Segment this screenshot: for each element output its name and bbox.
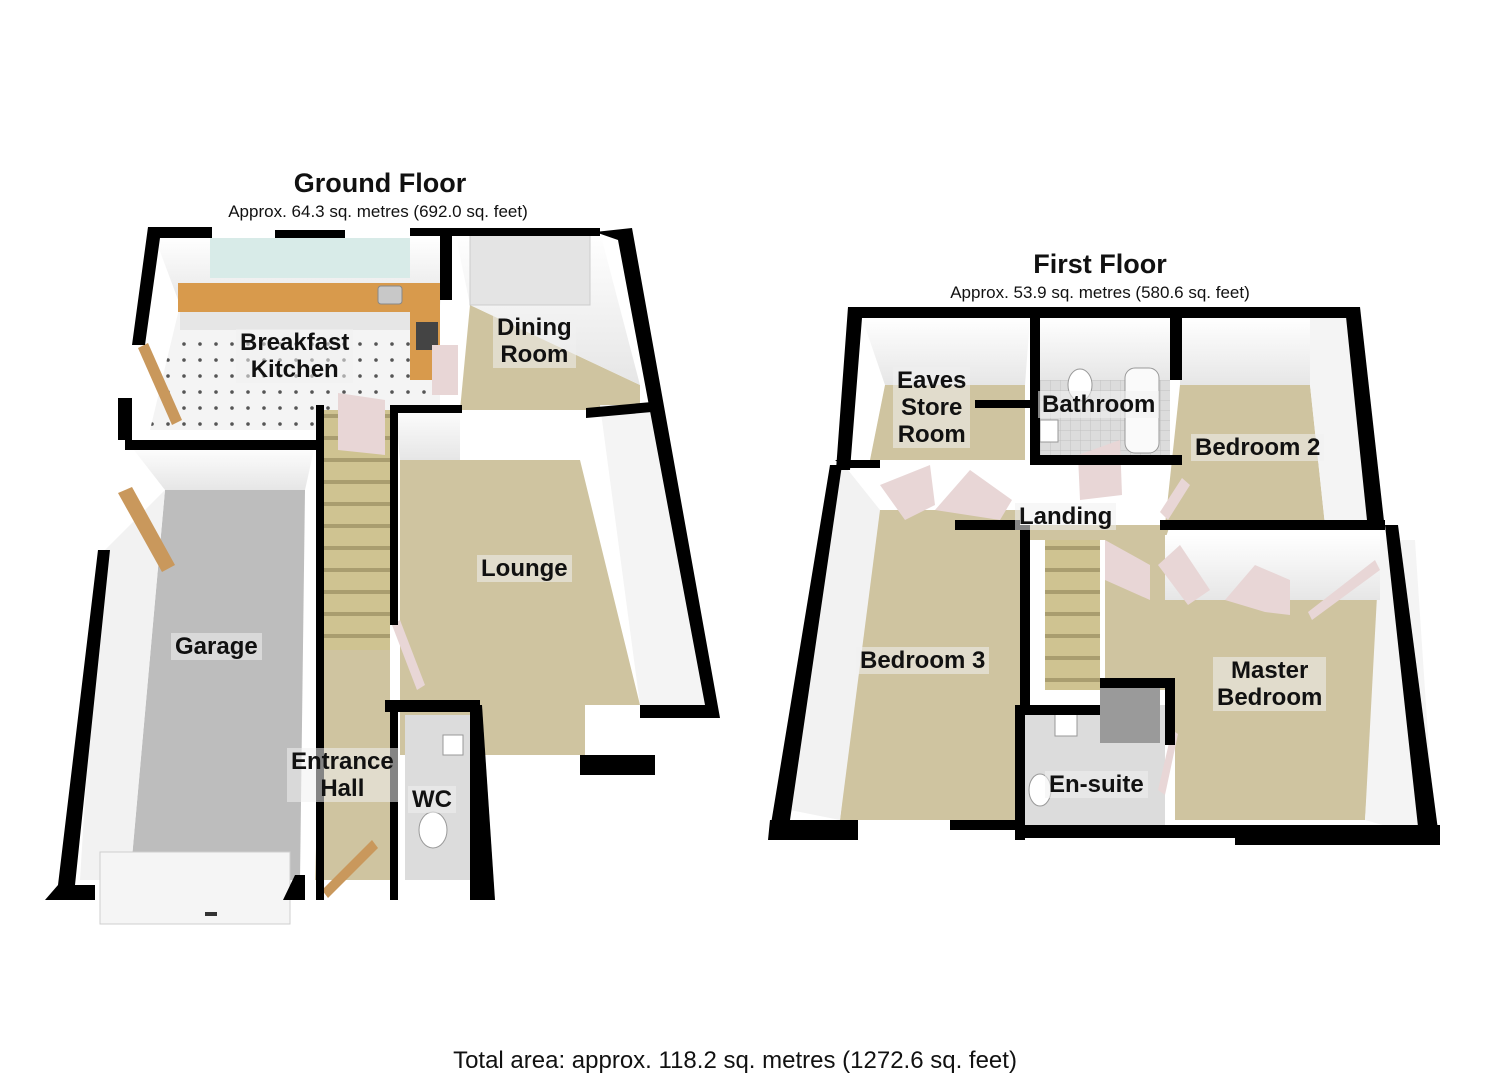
wardrobe-door-3 [1308,560,1380,620]
room-label-breakfast-kitchen: Breakfast Kitchen [236,329,354,383]
room-label-eaves-store-room: Eaves Store Room [893,367,971,448]
ground-floor-plan [45,227,720,925]
shower-tray [1100,688,1160,743]
bedroom-2-back-wall [1180,318,1310,385]
first-floor-plan [768,307,1440,845]
room-label-master-bedroom: Master Bedroom [1213,657,1327,711]
eaves-door-1 [880,465,935,520]
bedroom-3-left-wall [790,460,880,820]
garage-door [99,851,291,925]
bedroom-2-door [1160,478,1190,520]
lounge-right-wall-face [600,405,705,705]
garage-floor [130,490,305,880]
landing-door [1105,540,1150,600]
hob-icon [416,322,438,350]
ground-floor-area: Approx. 64.3 sq. metres (692.0 sq. feet) [228,202,528,221]
room-label-bedroom-2: Bedroom 2 [1191,434,1325,461]
kitchen-units [180,312,410,330]
lounge-inner-wall-face [395,405,460,460]
first-floor-area: Approx. 53.9 sq. metres (580.6 sq. feet) [950,283,1250,302]
dining-door [432,345,458,395]
kitchen-window [210,238,410,278]
basin-icon [442,734,464,756]
garage-wall-face [130,445,315,490]
stair-door [338,393,385,455]
en-suite-basin-icon [1054,711,1078,737]
room-label-lounge: Lounge [477,555,572,582]
en-suite-door [1158,730,1178,795]
garage-door-handle [205,912,217,916]
kitchen-worktop [178,283,440,312]
total-area: Total area: approx. 118.2 sq. metres (12… [453,1047,1017,1074]
room-label-entrance-hall: Entrance Hall [287,748,398,802]
kitchen-side-door [138,343,182,425]
bathroom-back-wall [1038,318,1170,380]
lounge-door [392,620,425,690]
wardrobe-door-1 [1158,545,1210,605]
first-floor-walls [768,307,1440,845]
wardrobe-face [1165,535,1380,600]
first-floor-title: First Floor [1033,249,1167,279]
room-label-dining-room: Dining Room [493,314,576,368]
room-label-garage: Garage [171,633,262,660]
patio-doors [469,234,591,306]
hall-door [322,840,378,898]
room-label-en-suite: En-suite [1045,771,1148,798]
room-label-wc: WC [408,786,456,813]
room-label-bathroom: Bathroom [1038,391,1160,418]
first-stairs [1045,540,1100,690]
sink-icon [377,285,403,305]
lounge-floor [400,460,640,755]
wardrobe-door-2 [1225,565,1290,615]
room-label-landing: Landing [1015,503,1117,530]
room-label-bedroom-3: Bedroom 3 [856,647,990,674]
eaves-door-2 [935,470,1012,520]
toilet-icon [418,811,448,849]
ground-floor-title: Ground Floor [293,168,467,198]
garage-side-door [118,487,175,572]
bathroom-basin-icon [1039,419,1059,443]
ground-floor-walls [45,227,720,900]
